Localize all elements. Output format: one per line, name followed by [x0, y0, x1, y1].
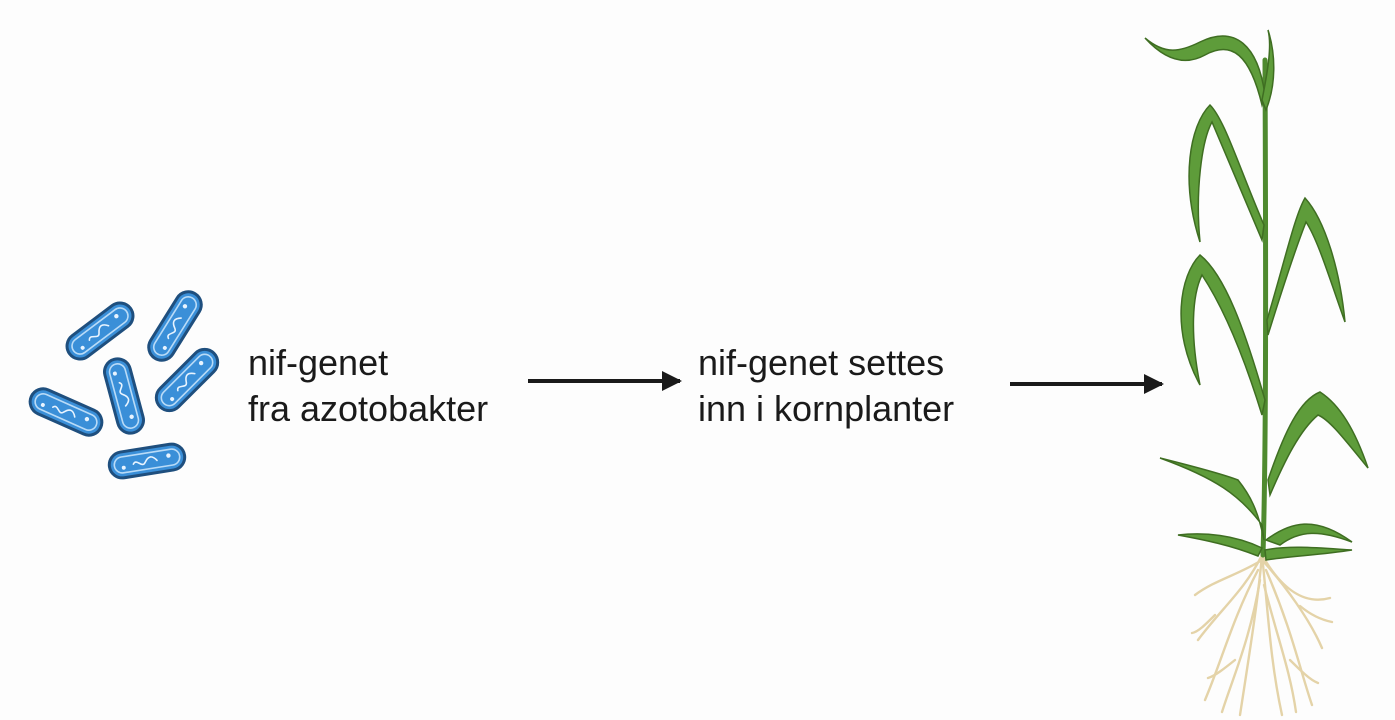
source-gene-label-line-1: nif-genet: [248, 342, 389, 383]
plant-roots: [1190, 553, 1334, 717]
gene-insertion-label-line-2: inn i kornplanter: [698, 388, 955, 429]
gene-insertion-label: nif-genet settes inn i kornplanter: [698, 340, 954, 432]
plant-stem: [1260, 57, 1269, 558]
grain-plant-with-roots-icon: [1144, 29, 1369, 717]
bacterium-icon: [105, 440, 189, 482]
bacterium-icon: [24, 383, 108, 441]
source-gene-label-line-2: fra azotobakter: [248, 388, 489, 429]
gene-insertion-label-line-1: nif-genet settes: [698, 342, 945, 383]
source-gene-label: nif-genet fra azotobakter: [248, 340, 488, 432]
bacterium-icon: [100, 354, 148, 438]
plant-leaves: [1144, 29, 1369, 561]
bacterium-icon: [60, 296, 140, 366]
azotobacter-bacteria-cluster-icon: [24, 285, 225, 482]
